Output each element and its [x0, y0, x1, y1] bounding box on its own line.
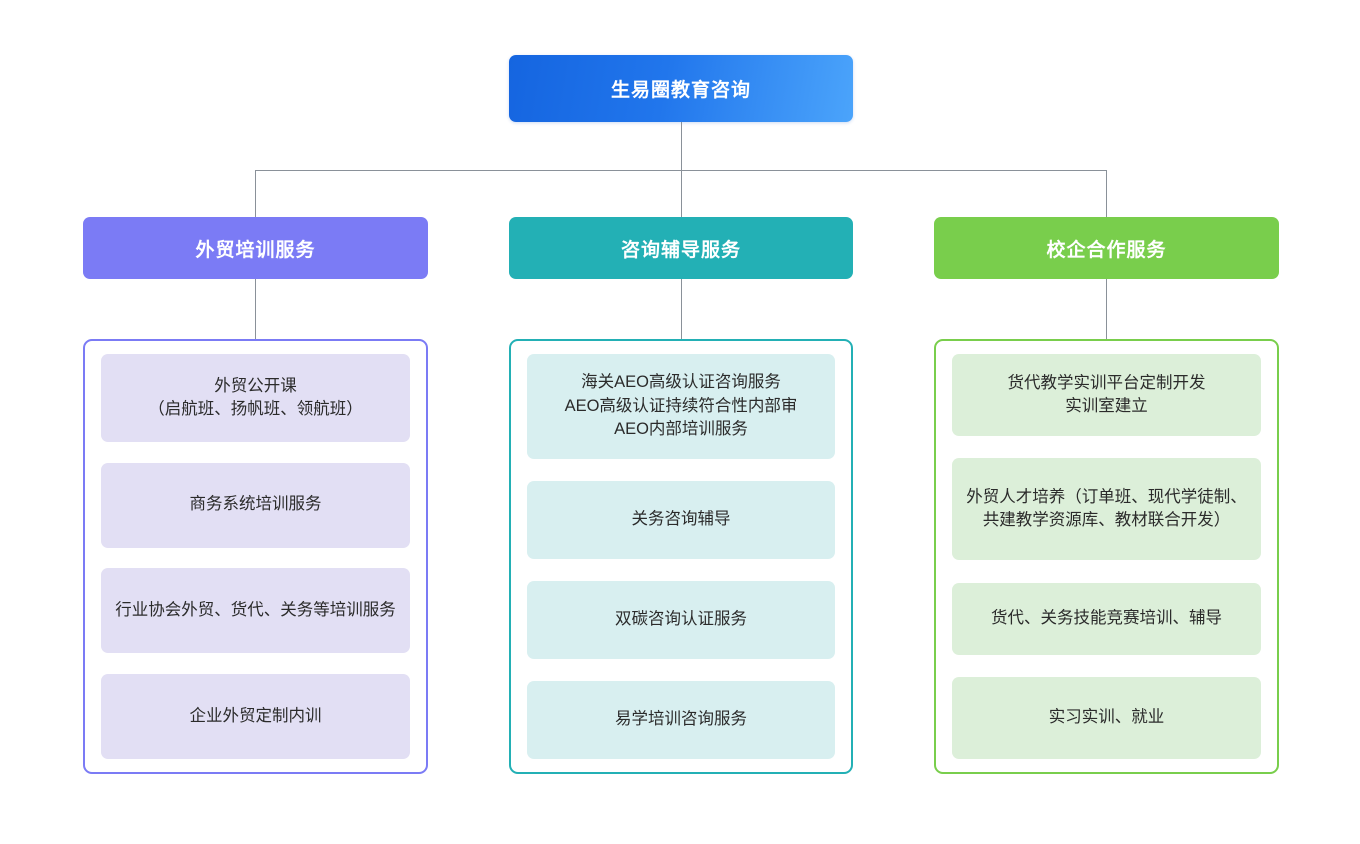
branch-foreign-trade-training: 外贸培训服务 外贸公开课 （启航班、扬帆班、领航班） 商务系统培训服务 行业协会…	[83, 217, 428, 774]
connector-branch-3-to-panel	[1106, 279, 1107, 340]
list-item[interactable]: 外贸公开课 （启航班、扬帆班、领航班）	[101, 354, 410, 442]
connector-branch-2-to-panel	[681, 279, 682, 340]
branch-header-2-label: 咨询辅导服务	[620, 239, 741, 261]
connector-branch-1-to-panel	[255, 279, 256, 340]
branch-header-1-label: 外贸培训服务	[195, 239, 316, 261]
connector-branch-3-drop	[1106, 170, 1107, 217]
list-item[interactable]: 易学培训咨询服务	[527, 681, 835, 759]
list-item[interactable]: 企业外贸定制内训	[101, 673, 410, 759]
list-item[interactable]: 商务系统培训服务	[101, 462, 410, 548]
branch-header-2[interactable]: 咨询辅导服务	[509, 217, 853, 279]
root-node-label: 生易圈教育咨询	[610, 80, 751, 101]
list-item[interactable]: 实习实训、就业	[952, 676, 1261, 759]
branch-panel-2: 海关AEO高级认证咨询服务 AEO高级认证持续符合性内部审 AEO内部培训服务 …	[509, 339, 853, 774]
branch-header-1[interactable]: 外贸培训服务	[83, 217, 428, 279]
list-item[interactable]: 货代教学实训平台定制开发 实训室建立	[952, 354, 1261, 436]
branch-panel-1: 外贸公开课 （启航班、扬帆班、领航班） 商务系统培训服务 行业协会外贸、货代、关…	[83, 339, 428, 774]
list-item[interactable]: 行业协会外贸、货代、关务等培训服务	[101, 568, 410, 654]
branch-header-3-label: 校企合作服务	[1046, 239, 1167, 261]
list-item[interactable]: 海关AEO高级认证咨询服务 AEO高级认证持续符合性内部审 AEO内部培训服务	[527, 354, 835, 459]
connector-branch-1-drop	[255, 170, 256, 217]
list-item[interactable]: 货代、关务技能竞赛培训、辅导	[952, 582, 1261, 655]
list-item[interactable]: 双碳咨询认证服务	[527, 581, 835, 659]
branch-header-3[interactable]: 校企合作服务	[934, 217, 1279, 279]
branch-consulting-guidance: 咨询辅导服务 海关AEO高级认证咨询服务 AEO高级认证持续符合性内部审 AEO…	[509, 217, 853, 774]
list-item[interactable]: 外贸人才培养（订单班、现代学徒制、共建教学资源库、教材联合开发）	[952, 458, 1261, 561]
connector-branch-2-drop	[681, 170, 682, 217]
list-item[interactable]: 关务咨询辅导	[527, 481, 835, 559]
branch-panel-3: 货代教学实训平台定制开发 实训室建立 外贸人才培养（订单班、现代学徒制、共建教学…	[934, 339, 1279, 774]
branch-school-enterprise-cooperation: 校企合作服务 货代教学实训平台定制开发 实训室建立 外贸人才培养（订单班、现代学…	[934, 217, 1279, 774]
connector-root-stem	[681, 122, 682, 170]
root-node[interactable]: 生易圈教育咨询	[509, 55, 853, 122]
